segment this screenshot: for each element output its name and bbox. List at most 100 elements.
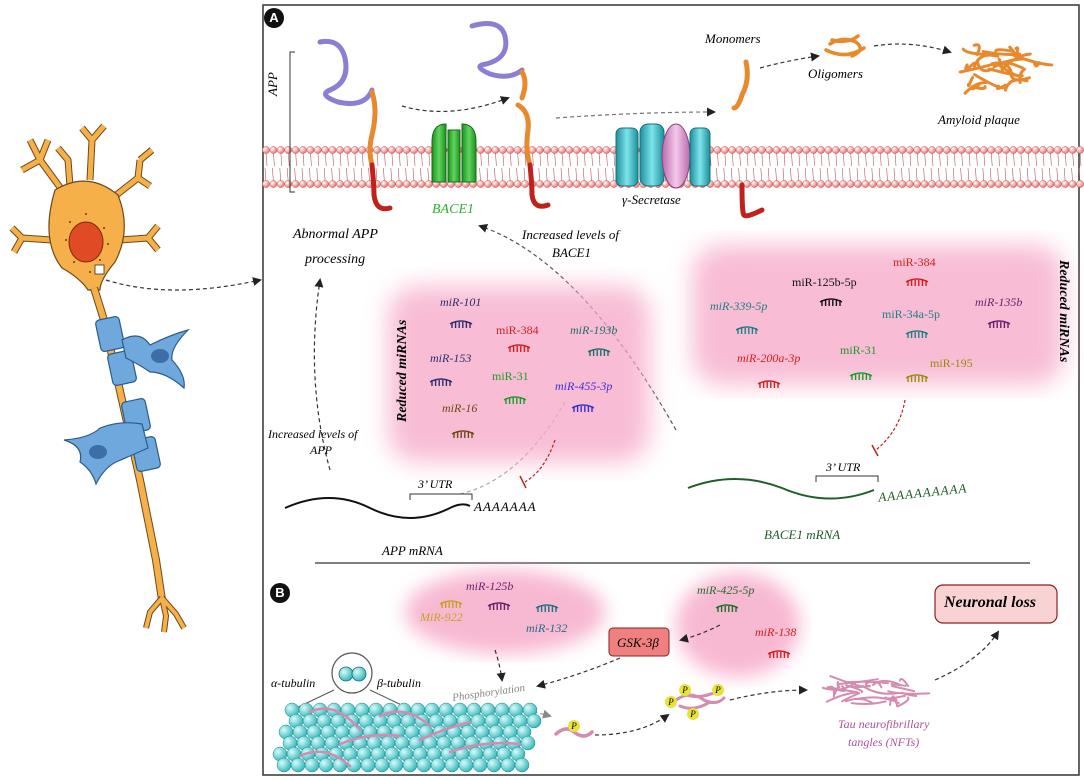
neuron-illustration bbox=[9, 123, 191, 633]
arrow-app-mrna-gray bbox=[459, 401, 566, 495]
app-label: APP bbox=[265, 72, 280, 96]
abeta-monomer bbox=[731, 59, 750, 111]
alpha-tubulin-label: α-tubulin bbox=[271, 676, 316, 690]
phosphate-badge: P bbox=[712, 684, 724, 696]
secretase-label: γ-Secretase bbox=[622, 192, 681, 207]
app-mrna-strand bbox=[284, 497, 471, 519]
mirna-b-922: MiR-922 bbox=[420, 610, 463, 624]
mirna-glyph bbox=[849, 372, 873, 380]
b-right-mirna-cloud bbox=[676, 573, 800, 677]
inhibit-bar-app bbox=[519, 475, 527, 489]
mirna-glyph bbox=[507, 344, 531, 352]
mirna-glyph bbox=[735, 326, 759, 334]
c99-fragment bbox=[515, 102, 551, 209]
tangles-line1: Tau neurofibrillary bbox=[838, 717, 930, 731]
mirna-left-384: miR-384 bbox=[496, 323, 539, 337]
mirna-glyph bbox=[503, 396, 527, 404]
mirna-left-101: miR-101 bbox=[440, 295, 482, 309]
inhibit-bar-bace1 bbox=[871, 444, 879, 457]
mirna-left-153: miR-153 bbox=[430, 351, 472, 365]
neuronal-loss-label: Neuronal loss bbox=[944, 594, 1037, 611]
arrow-nft-to-loss bbox=[934, 630, 1000, 681]
mirna-right-135b: miR-135b bbox=[975, 295, 1023, 309]
phosphate-badge: P bbox=[568, 720, 580, 732]
bound-tau bbox=[298, 707, 522, 768]
mirna-left-31: miR-31 bbox=[492, 369, 529, 383]
gsk3b-label: GSK-3β bbox=[617, 635, 659, 650]
app-mrna-label: APP mRNA bbox=[382, 543, 443, 558]
mirna-glyph bbox=[767, 650, 791, 658]
arrow-ptau-to-nft bbox=[729, 685, 808, 701]
abeta-oligomers bbox=[824, 34, 866, 58]
mirna-glyph bbox=[905, 278, 929, 286]
mirna-b-132: miR-132 bbox=[526, 621, 568, 635]
mirna-glyph bbox=[905, 374, 929, 382]
microtubule bbox=[272, 702, 542, 773]
arrow-bace1-cleavage bbox=[401, 96, 510, 113]
app-utr-label: 3’ UTR bbox=[418, 477, 453, 491]
abnormal-processing-line2: processing bbox=[305, 252, 366, 267]
right-mirna-cloud bbox=[692, 245, 1064, 385]
mirna-left-16: miR-16 bbox=[442, 401, 478, 415]
reduced-mirnas-right: Reduced miRNAs bbox=[1056, 260, 1071, 363]
mirna-right-125b5p: miR-125b-5p bbox=[792, 275, 857, 289]
bace1-mrna-label: BACE1 mRNA bbox=[764, 527, 841, 542]
phosphate-badge: P bbox=[687, 708, 699, 720]
bace1-label: BACE1 bbox=[432, 202, 474, 217]
inhibit-bace1-mrna bbox=[875, 399, 906, 451]
increased-app-line2: APP bbox=[310, 443, 332, 457]
tangles-line2: tangles (NFTs) bbox=[848, 735, 920, 749]
mirna-left-193b: miR-193b bbox=[570, 323, 618, 337]
gamma-secretase bbox=[615, 123, 711, 189]
arrow-oligomer-plaque bbox=[873, 43, 952, 55]
bace1-utr-bracket bbox=[815, 475, 879, 482]
mirna-right-34a: miR-34a-5p bbox=[882, 307, 940, 321]
beta-tubulin-bead bbox=[351, 666, 367, 682]
increased-bace1-line1: Increased levels of bbox=[522, 227, 619, 242]
mirna-glyph bbox=[571, 404, 595, 412]
mirna-glyph bbox=[819, 298, 843, 306]
arrow-increased-bace1 bbox=[478, 223, 677, 431]
mirna-glyph bbox=[429, 378, 453, 386]
mirna-left-455: miR-455-3p bbox=[555, 379, 613, 393]
mirna-right-339: miR-339-5p bbox=[710, 299, 768, 313]
panel-b-marker: B bbox=[270, 583, 290, 603]
abnormal-processing-line1: Abnormal APP bbox=[293, 227, 378, 242]
monomers-label: Monomers bbox=[705, 31, 761, 46]
arrow-increased-app bbox=[313, 278, 331, 471]
increased-app-line1: Increased levels of bbox=[268, 427, 358, 441]
plaque-label: Amyloid plaque bbox=[938, 112, 1020, 127]
mirna-glyph bbox=[715, 604, 739, 612]
mirna-b-425: miR-425-5p bbox=[697, 583, 755, 597]
arrow-b-mirna-to-tubulin bbox=[494, 649, 506, 682]
oligomers-label: Oligomers bbox=[808, 66, 863, 81]
aicd-fragment bbox=[739, 182, 765, 219]
sappb-fragment bbox=[469, 21, 528, 101]
mirna-right-384: miR-384 bbox=[893, 255, 936, 269]
zoom-arrow bbox=[105, 277, 262, 291]
arrow-secretase-cleavage bbox=[555, 107, 716, 119]
left-mirna-cloud bbox=[388, 286, 650, 462]
nft-tangles bbox=[821, 675, 931, 708]
mirna-glyph bbox=[905, 330, 929, 338]
mirna-glyph bbox=[487, 602, 511, 610]
mirna-right-195: miR-195 bbox=[930, 356, 973, 370]
arrow-mirna-to-gsk bbox=[679, 624, 721, 643]
arrow-monomer-oligomer bbox=[759, 52, 820, 69]
mirna-glyph bbox=[449, 320, 473, 328]
mirna-b-125b: miR-125b bbox=[466, 579, 514, 593]
reduced-mirnas-left: Reduced miRNAs bbox=[395, 319, 410, 422]
bace1-mrna-strand bbox=[687, 478, 875, 500]
beta-tubulin-label: β-tubulin bbox=[377, 676, 421, 690]
tau-protein bbox=[554, 727, 594, 738]
amyloid-plaque bbox=[958, 43, 1054, 95]
phosphate-badge: P bbox=[665, 696, 677, 708]
neuronal-loss-box bbox=[934, 584, 1058, 624]
mirna-glyph bbox=[451, 430, 475, 438]
app-protein bbox=[317, 38, 393, 212]
increased-bace1-line2: BACE1 bbox=[552, 245, 591, 260]
gsk3b-box bbox=[608, 627, 670, 657]
panel-a-marker: A bbox=[264, 8, 284, 28]
mirna-glyph bbox=[987, 320, 1011, 328]
